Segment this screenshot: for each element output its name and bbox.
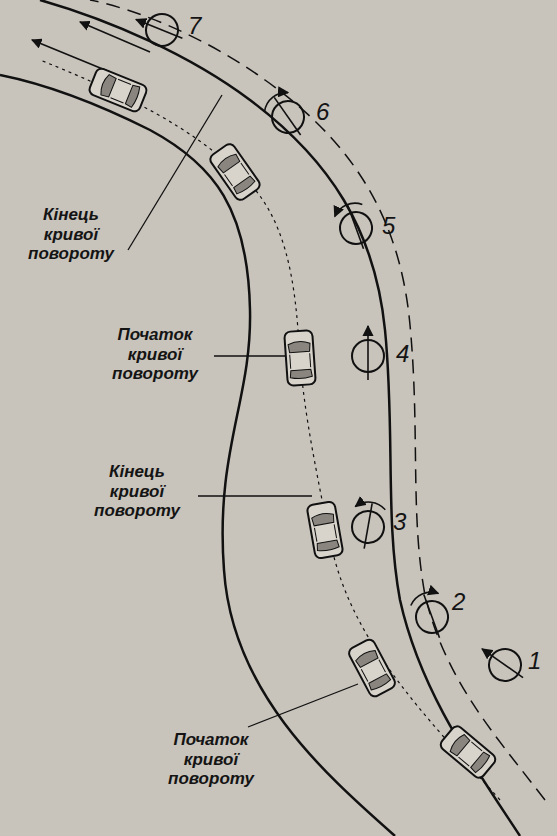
callout-number: 7 — [188, 12, 201, 40]
steering-symbol — [332, 199, 378, 254]
steering-symbol — [408, 588, 454, 643]
car — [284, 330, 316, 386]
car — [307, 501, 344, 559]
leader-line — [198, 495, 312, 496]
steering-symbol — [352, 326, 384, 380]
steering-symbol — [348, 500, 388, 552]
steering-symbol — [473, 636, 532, 691]
direction-arrow — [80, 22, 150, 52]
car — [347, 638, 397, 699]
leader-line — [128, 95, 222, 250]
curve-label: Кінець кривої повороту — [94, 462, 180, 521]
leader-line — [248, 684, 358, 727]
car — [208, 142, 262, 202]
curve-label: Початок кривої повороту — [112, 325, 198, 384]
car — [88, 67, 149, 113]
car — [438, 724, 497, 780]
callout-number: 3 — [393, 508, 406, 536]
steering-symbol — [130, 5, 188, 53]
trajectory — [40, 60, 500, 800]
callout-number: 5 — [382, 212, 395, 240]
leader-line — [214, 355, 286, 356]
curve-label: Кінець кривої повороту — [28, 205, 114, 264]
callout-number: 2 — [452, 588, 465, 616]
curve-label: Початок кривої повороту — [168, 730, 254, 789]
callout-number: 4 — [396, 340, 409, 368]
steering-symbol — [261, 87, 314, 144]
callout-number: 6 — [316, 98, 329, 126]
road-edge — [40, 0, 520, 836]
direction-arrow — [32, 40, 110, 72]
callout-number: 1 — [528, 647, 541, 675]
lane-marking — [90, 0, 545, 800]
